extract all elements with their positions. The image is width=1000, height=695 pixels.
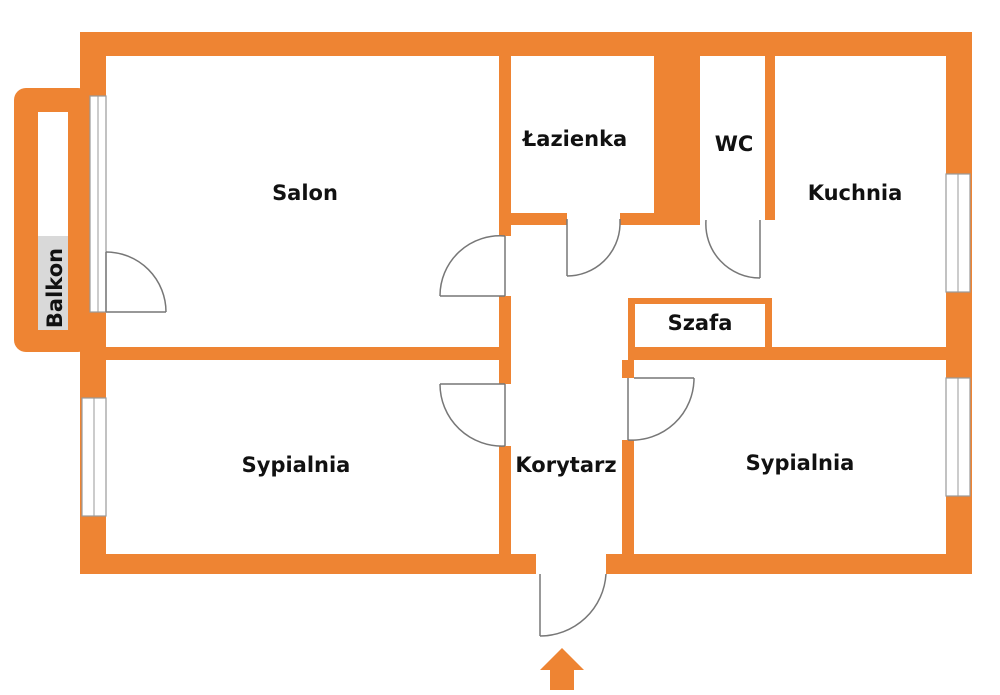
wall-corridor-right-b — [622, 440, 634, 574]
room-label-sypialnia-right: Sypialnia — [746, 451, 855, 475]
door-salon-balcony — [105, 251, 167, 313]
wall-szafa-right — [765, 298, 772, 360]
wall-szafa-top — [628, 298, 772, 304]
room-label-sypialnia-left: Sypialnia — [242, 453, 351, 477]
wall-lazienka-bottom-a — [499, 213, 567, 225]
wall-kuchnia-sypialnia — [628, 347, 972, 360]
door-sypialnia-right — [627, 377, 695, 441]
room-label-kuchnia: Kuchnia — [808, 181, 903, 205]
balcony-floor-shaded — [38, 236, 68, 330]
room-label-lazienka: Łazienka — [522, 127, 627, 151]
floor-area — [80, 32, 972, 574]
doors — [105, 219, 761, 637]
door-lazienka — [566, 219, 621, 277]
room-label-wc: WC — [715, 132, 754, 156]
room-label-szafa: Szafa — [668, 311, 733, 335]
wall-bottom-right — [606, 554, 972, 574]
room-label-salon: Salon — [272, 181, 338, 205]
room-label-balkon: Balkon — [43, 248, 67, 328]
door-wc — [705, 219, 761, 279]
wall-bottom-left — [80, 554, 536, 574]
door-salon — [439, 235, 513, 297]
wall-salon-corridor-top — [499, 32, 511, 236]
wall-szafa-left — [628, 298, 635, 360]
wall-corridor-right-a — [622, 360, 634, 378]
wall-top — [80, 32, 972, 56]
wall-wc-kuchnia — [765, 32, 775, 220]
wall-salon-sypialnia — [80, 347, 504, 360]
installation-shaft — [654, 32, 700, 225]
room-label-korytarz: Korytarz — [515, 453, 616, 477]
windows — [81, 95, 971, 517]
wall-sypialnia-corridor — [499, 446, 511, 574]
wall-salon-corridor-mid — [499, 296, 511, 384]
door-entrance — [539, 573, 607, 637]
door-sypialnia-left — [439, 383, 513, 447]
entrance-arrow-icon — [540, 648, 584, 690]
